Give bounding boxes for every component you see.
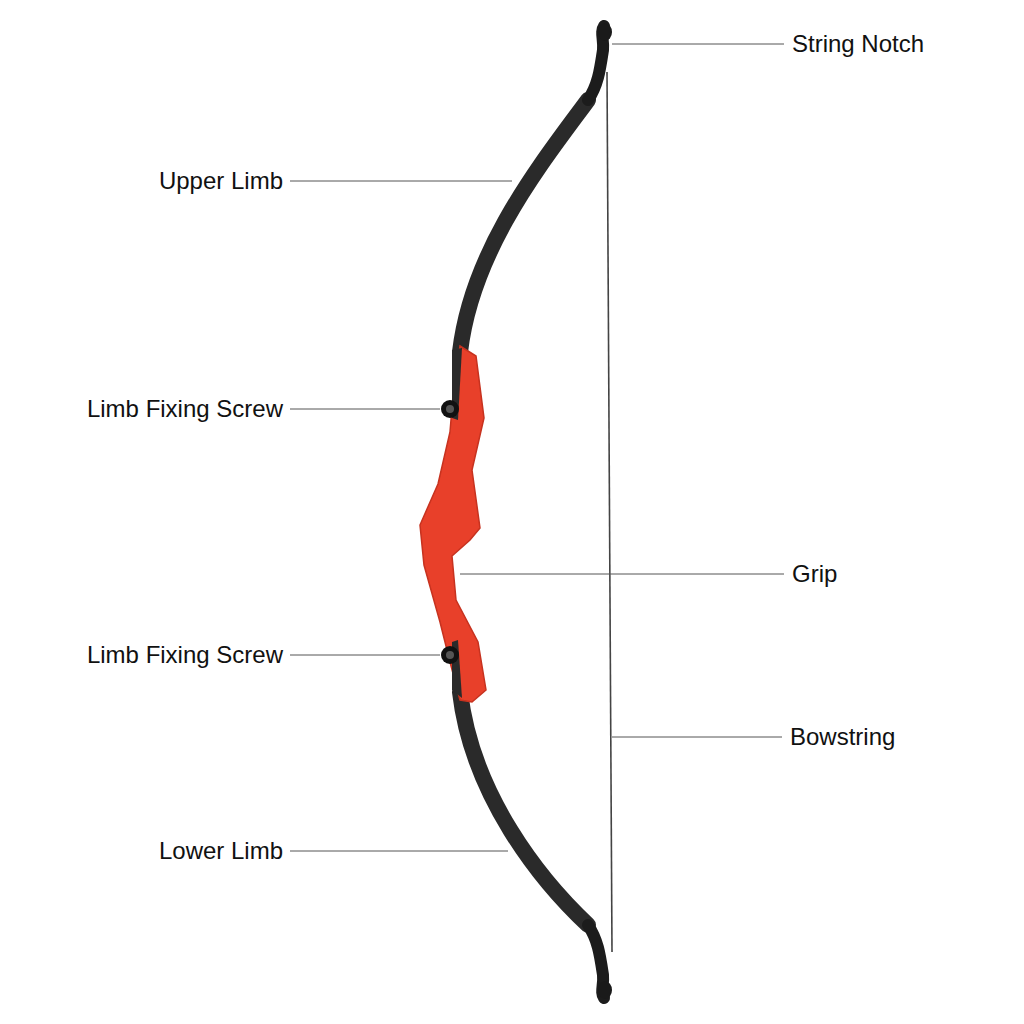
leader-line (612, 44, 784, 45)
leader-lines (290, 44, 784, 851)
part-label: Grip (792, 560, 837, 588)
lower-limb (460, 692, 588, 925)
limb-screw (446, 651, 454, 659)
limb-screw (446, 405, 454, 413)
part-label: Lower Limb (159, 837, 283, 865)
limb-screw (441, 400, 459, 418)
leader-line (612, 737, 782, 738)
limb-screw (441, 646, 459, 664)
riser-grip (420, 346, 486, 702)
leader-line (290, 181, 512, 182)
part-label: Limb Fixing Screw (87, 641, 283, 669)
bowstring-line (607, 72, 612, 952)
leader-line (290, 851, 508, 852)
part-label: Limb Fixing Screw (87, 395, 283, 423)
part-label: String Notch (792, 30, 924, 58)
leader-line (290, 409, 440, 410)
part-label: Upper Limb (159, 167, 283, 195)
leader-line (290, 655, 440, 656)
part-label: Bowstring (790, 723, 895, 751)
leader-line (460, 574, 784, 575)
lower-notch (598, 981, 612, 999)
upper-notch (598, 23, 612, 41)
upper-limb (460, 100, 588, 352)
